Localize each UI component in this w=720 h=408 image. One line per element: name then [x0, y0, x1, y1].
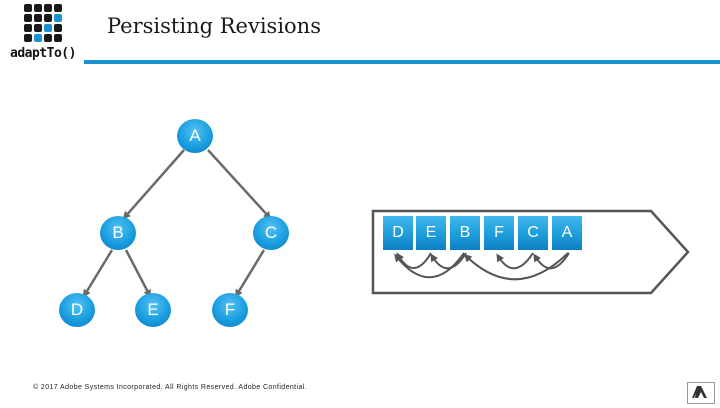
- slide-title: Persisting Revisions: [107, 14, 321, 38]
- adaptto-logo: adaptTo(): [10, 4, 80, 64]
- header-rule: [84, 60, 720, 64]
- logo-text: adaptTo(): [10, 46, 76, 61]
- pointer-a-b: [463, 252, 569, 281]
- tree-node-c: C: [253, 216, 289, 250]
- sequence-item-e: E: [416, 216, 446, 250]
- pointer-a-c: [533, 252, 570, 270]
- edge-c-f: [234, 249, 266, 298]
- copyright-footer: © 2017 Adobe Systems Incorporated. All R…: [33, 384, 308, 391]
- edge-a-c: [207, 149, 272, 220]
- sequence-item-d: D: [383, 216, 413, 250]
- edge-b-d: [82, 249, 114, 298]
- tree-node-a: A: [177, 119, 213, 153]
- edge-b-e: [124, 249, 152, 298]
- edge-a-b: [122, 149, 185, 220]
- pointer-b-d: [394, 252, 465, 279]
- adobe-logo-icon: [687, 382, 715, 404]
- tree-node-f: F: [212, 293, 248, 327]
- tree-node-e: E: [135, 293, 171, 327]
- tree-node-b: B: [100, 216, 136, 250]
- pointer-b-e: [430, 252, 467, 270]
- pointer-c-f: [496, 252, 534, 270]
- sequence-item-c: C: [518, 216, 548, 250]
- sequence-item-b: B: [450, 216, 480, 250]
- sequence-item-f: F: [484, 216, 514, 250]
- tree-node-d: D: [59, 293, 95, 327]
- sequence-item-a: A: [552, 216, 582, 250]
